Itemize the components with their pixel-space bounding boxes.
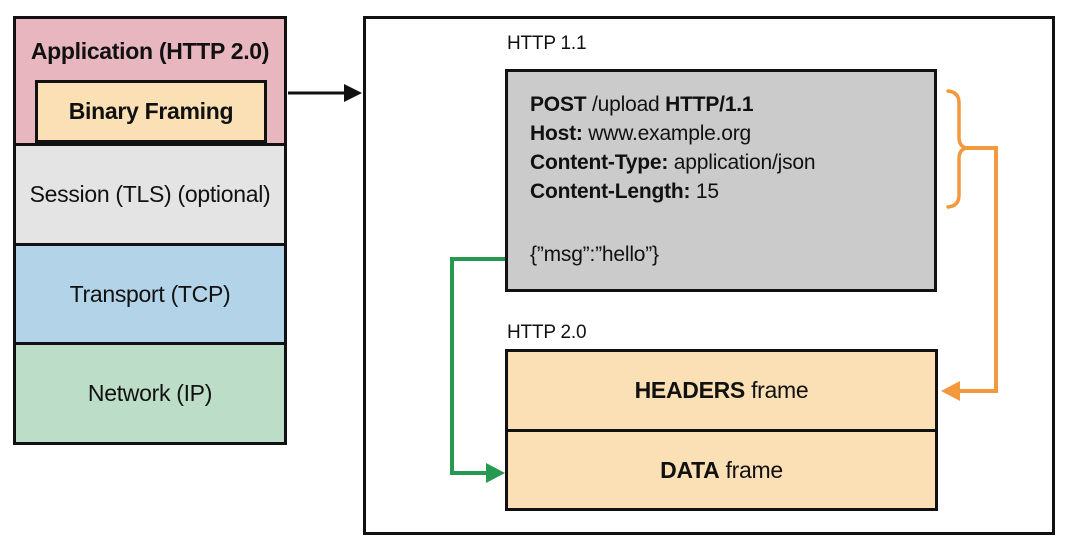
- data-frame-label: DATA frame: [660, 457, 783, 484]
- request-line-content-type: Content-Type: application/json: [530, 148, 924, 177]
- http11-request-box: POST /upload HTTP/1.1 Host: www.example.…: [505, 69, 937, 292]
- data-frame-box: DATA frame: [505, 429, 938, 511]
- stack-layer-session: Session (TLS) (optional): [13, 143, 287, 246]
- binary-framing-box: Binary Framing: [35, 80, 267, 143]
- headers-frame-suffix: frame: [744, 377, 809, 403]
- network-label: Network (IP): [87, 380, 213, 406]
- http11-label: HTTP 1.1: [507, 33, 587, 54]
- headers-frame-label: HEADERS frame: [635, 377, 809, 404]
- content-length-value: 15: [690, 180, 719, 203]
- data-frame-suffix: frame: [719, 456, 784, 483]
- content-type-key: Content-Type:: [530, 151, 669, 174]
- application-label-area: Application (HTTP 2.0): [16, 19, 284, 83]
- binary-framing-arrow: [288, 84, 362, 102]
- transport-label: Transport (TCP): [69, 280, 231, 307]
- request-body: {”msg”:”hello”}: [530, 243, 659, 266]
- application-label: Application (HTTP 2.0): [30, 37, 270, 64]
- request-version: HTTP/1.1: [665, 93, 754, 116]
- request-line-content-length: Content-Length: 15: [530, 177, 924, 206]
- headers-frame-box: HEADERS frame: [505, 349, 938, 432]
- request-line-start: POST /upload HTTP/1.1: [530, 90, 924, 119]
- host-header-key: Host:: [530, 122, 583, 145]
- session-label: Session (TLS) (optional): [29, 181, 271, 207]
- request-method: POST: [530, 93, 587, 116]
- request-path: /upload: [586, 93, 666, 116]
- stack-layer-transport: Transport (TCP): [13, 243, 287, 345]
- content-type-value: application/json: [668, 151, 816, 174]
- data-frame-name: DATA: [660, 456, 720, 483]
- headers-frame-name: HEADERS: [634, 377, 746, 403]
- stack-layer-network: Network (IP): [13, 342, 287, 445]
- content-length-key: Content-Length:: [530, 180, 691, 203]
- host-header-value: www.example.org: [582, 122, 752, 145]
- request-line-host: Host: www.example.org: [530, 119, 924, 148]
- binary-framing-label: Binary Framing: [68, 98, 234, 124]
- http20-label: HTTP 2.0: [507, 322, 587, 343]
